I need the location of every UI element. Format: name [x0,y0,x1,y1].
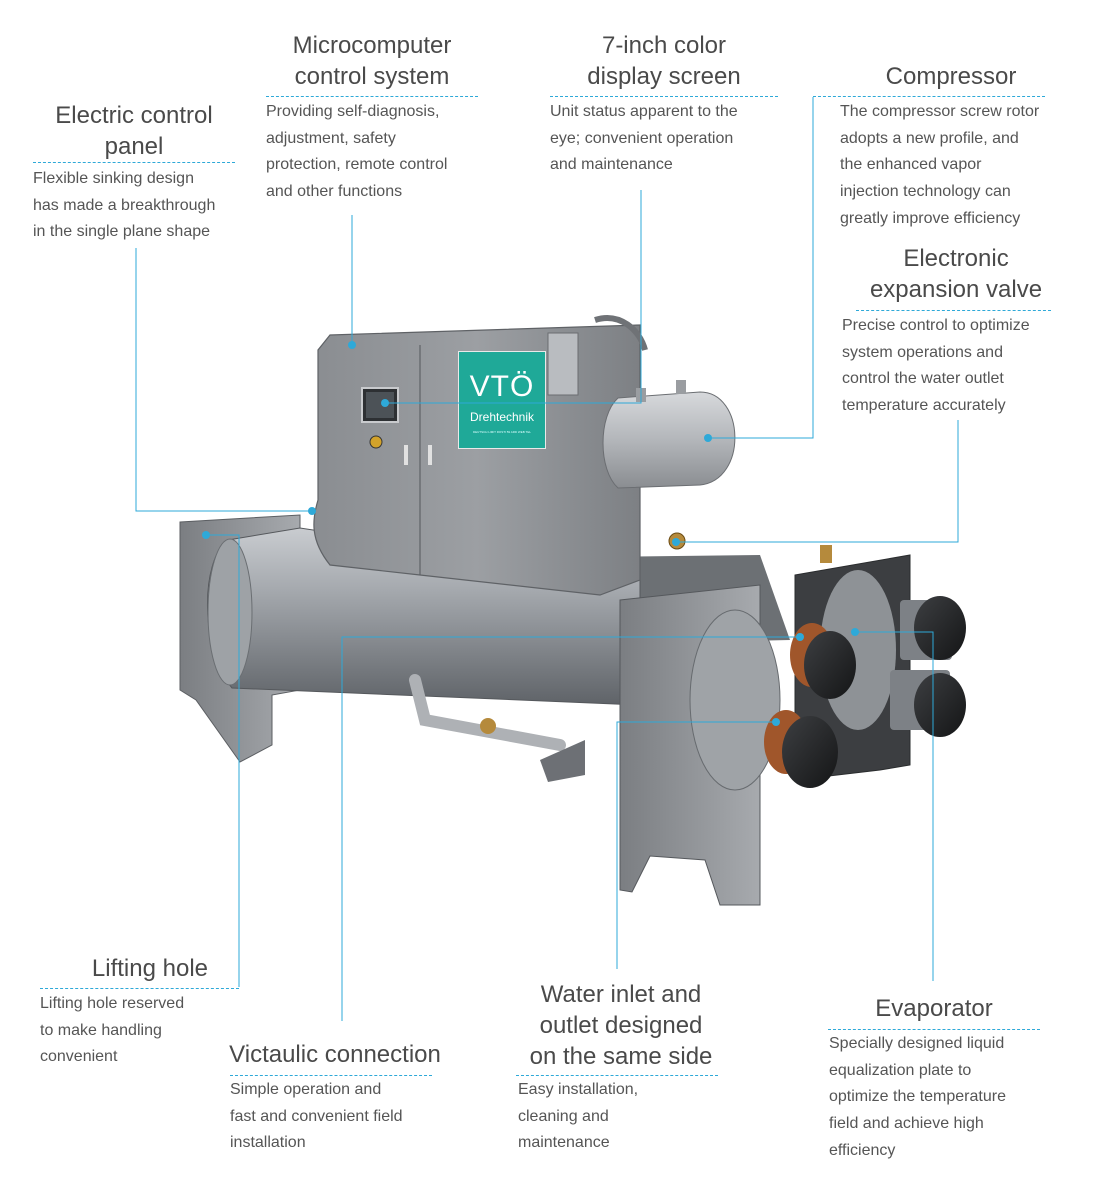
dot-display [381,399,389,407]
leader-victaulic [341,636,800,1021]
leader-lifting-hole [206,534,240,987]
compressor-title: Compressor [885,63,1017,90]
vto-logo: VTÖ Drehtechnik DEUTSCH LIMIT ROSTI 59 A… [458,351,546,449]
dot-expansion-valve [672,538,680,546]
electric-control-panel-rule [33,162,235,163]
compressor-rule [813,96,1045,97]
victaulic-title: Victaulic connection [229,1041,441,1068]
display-rule [550,96,778,97]
microcomputer-desc: Providing self-diagnosis, adjustment, sa… [266,103,448,201]
dot-lifting-hole [202,531,210,539]
water-nozzles [764,596,966,788]
dot-victaulic [796,633,804,641]
dot-water-inlet [772,718,780,726]
victaulic-desc: Simple operation and fast and convenient… [230,1081,403,1152]
lifting-hole-title: Lifting hole [91,955,208,982]
leader-display [385,190,642,404]
lifting-hole-rule [40,988,239,989]
dot-evaporator [851,628,859,636]
evaporator-rule [828,1029,1040,1030]
expansion-valve-rule [856,310,1051,311]
expansion-valve-title: Electronic expansion valve [869,245,1043,303]
compressor-desc: The compressor screw rotor adopts a new … [840,103,1040,227]
display-title: 7-inch color display screen [587,32,741,90]
leader-expansion-valve [676,420,959,543]
evaporator-desc: Specially designed liquid equalization p… [829,1035,1006,1159]
lifting-hole-desc: Lifting hole reserved to make handling c… [40,995,185,1066]
logo-name: VTÖ [469,370,535,403]
expansion-valve-desc: Precise control to optimize system opera… [842,317,1030,415]
dot-electric-panel [308,507,316,515]
leader-water-inlet [616,721,776,969]
logo-fine-print: DEUTSCH LIMIT ROSTI 59 ARD WEB TEL [472,430,532,434]
leader-evaporator [855,631,934,981]
water-inlet-desc: Easy installation, cleaning and maintena… [518,1081,639,1152]
evaporator-title: Evaporator [875,995,993,1022]
dot-compressor [704,434,712,442]
water-inlet-title: Water inlet and outlet designed on the s… [529,981,713,1070]
microcomputer-title: Microcomputer control system [292,32,452,90]
leader-electric-panel [135,248,312,512]
front-water-head [689,609,781,791]
dot-microcomputer [348,341,356,349]
microcomputer-rule [266,96,478,97]
leader-compressor [708,97,814,439]
lower-pipe [409,674,566,751]
logo-subtitle: Drehtechnik [469,410,535,424]
electric-control-panel-desc: Flexible sinking design has made a break… [33,170,216,241]
victaulic-rule [230,1075,432,1076]
water-inlet-rule [516,1075,718,1076]
compressor-tank [602,391,736,489]
display-desc: Unit status apparent to the eye; conveni… [550,103,738,174]
electric-control-panel-title: Electric control panel [55,102,213,160]
